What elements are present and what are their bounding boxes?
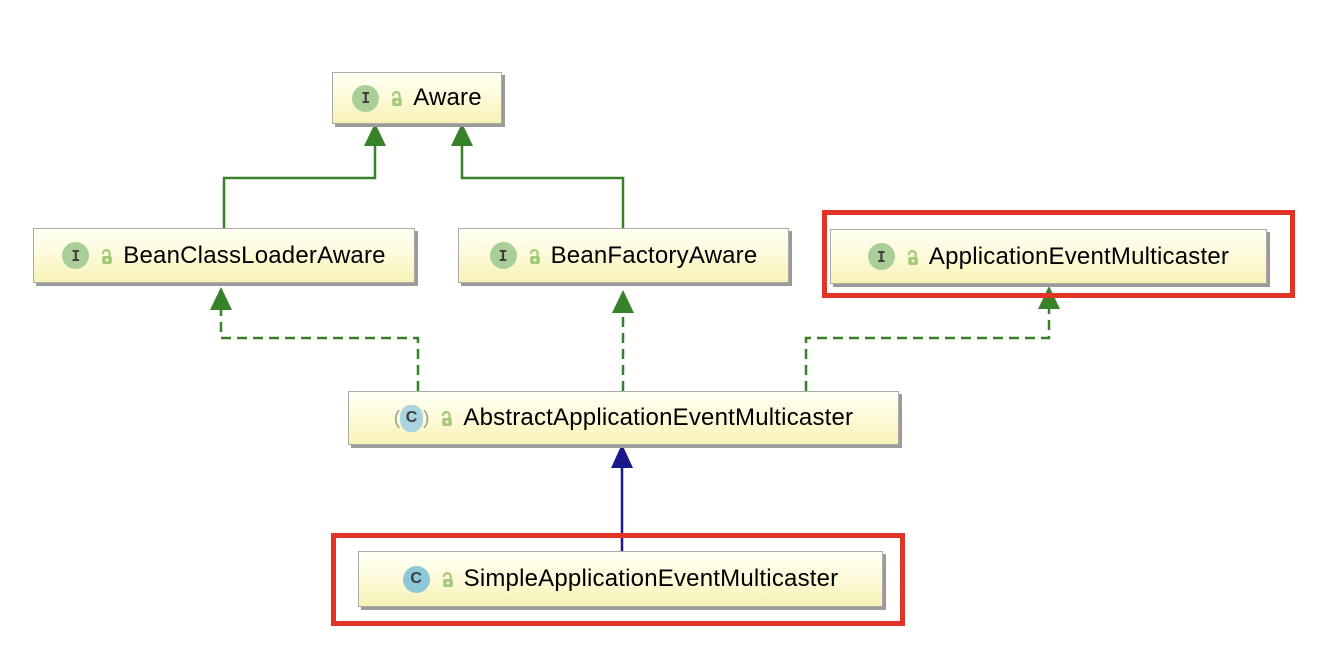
edge-abstract-implements-beanclassloaderaware [210, 287, 420, 391]
interface-icon: I [62, 242, 90, 269]
interface-icon: I [489, 242, 517, 269]
class-node-aware[interactable]: I Aware [332, 72, 502, 124]
class-node-bean-factory-aware[interactable]: I BeanFactoryAware [458, 228, 789, 283]
edge-abstract-implements-applicationeventmulticaster [804, 286, 1060, 391]
abstract-class-icon: (C) [394, 404, 429, 432]
class-name-label: ApplicationEventMulticaster [928, 242, 1230, 270]
public-lock-icon [907, 249, 918, 265]
class-name-label: SimpleApplicationEventMulticaster [463, 565, 839, 592]
edge-abstract-implements-beanfactoryaware [612, 290, 634, 391]
class-name-label: Aware [413, 84, 482, 111]
edge-simple-extends-abstract [611, 444, 633, 551]
class-name-label: BeanFactoryAware [550, 241, 758, 269]
edge-beanclassloaderaware-extends-aware [222, 123, 386, 228]
public-lock-icon [392, 91, 403, 106]
class-name-label: AbstractApplicationEventMulticaster [463, 404, 854, 431]
public-lock-icon [442, 411, 453, 426]
class-node-application-event-multicaster[interactable]: I ApplicationEventMulticaster [830, 229, 1267, 284]
class-node-simple-application-event-multicaster[interactable]: C SimpleApplicationEventMulticaster [358, 551, 883, 607]
interface-icon: I [867, 243, 895, 270]
class-node-abstract-application-event-multicaster[interactable]: (C) AbstractApplicationEventMulticaster [348, 391, 899, 445]
class-icon: C [402, 565, 430, 593]
edge-beanfactoryaware-extends-aware [451, 123, 625, 228]
interface-icon: I [352, 84, 380, 112]
class-node-bean-class-loader-aware[interactable]: I BeanClassLoaderAware [33, 228, 415, 283]
class-name-label: BeanClassLoaderAware [123, 241, 386, 269]
public-lock-icon [442, 572, 453, 587]
public-lock-icon [529, 248, 540, 264]
public-lock-icon [102, 248, 113, 264]
